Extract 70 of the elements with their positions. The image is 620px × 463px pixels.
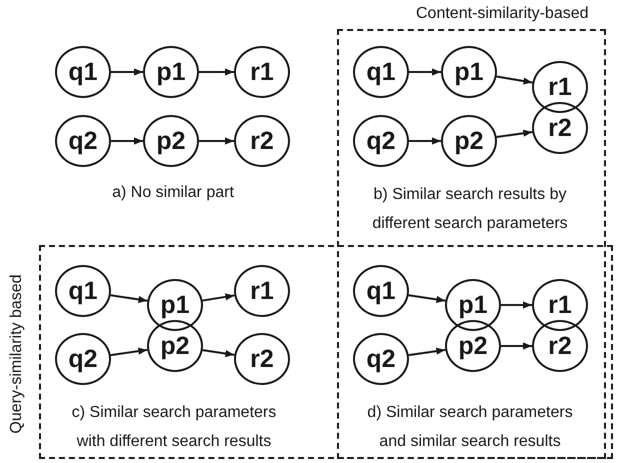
node-circle: [353, 265, 409, 317]
node-circle: [234, 265, 290, 317]
node-circle: [143, 115, 199, 167]
arrow: [501, 301, 532, 309]
node-label: q2: [366, 128, 396, 154]
node-label: r2: [548, 116, 572, 140]
node-label: p1: [454, 60, 484, 84]
node-circle: [532, 320, 588, 372]
node-label: p1: [156, 60, 186, 84]
node-circle: [353, 333, 409, 385]
panel-caption: c) Similar search parameters with different search results: [70, 403, 278, 452]
panel-caption: a) No similar part: [111, 183, 235, 203]
node-label: p2: [458, 334, 488, 358]
node-label: q1: [366, 278, 396, 304]
arrow: [110, 348, 148, 356]
arrow: [110, 294, 148, 303]
node-circle: [55, 333, 111, 385]
node-circle: [55, 265, 111, 317]
node-circle: [441, 115, 497, 167]
node-circle: [234, 333, 290, 385]
node-label: q2: [68, 128, 98, 154]
node-circle: [55, 46, 111, 98]
arrow: [199, 68, 234, 76]
node-circle: [143, 46, 199, 98]
node-circle: [532, 102, 588, 154]
node-label: p2: [156, 128, 186, 154]
node-circle: [353, 115, 409, 167]
node-circle: [234, 115, 290, 167]
group-title: Query-similarity based: [8, 274, 26, 434]
node-circle: [532, 61, 588, 113]
arrow: [111, 137, 143, 145]
arrow: [496, 76, 533, 85]
node-circle: [55, 115, 111, 167]
node-label: q2: [366, 346, 396, 372]
arrow: [199, 137, 234, 145]
node-circle: [532, 279, 588, 331]
arrow: [202, 293, 235, 302]
node-circle: [441, 46, 497, 98]
arrow: [496, 130, 532, 138]
node-label: q1: [68, 60, 98, 84]
node-label: r1: [548, 74, 572, 100]
node-label: q1: [366, 60, 396, 84]
node-label: p1: [458, 292, 488, 318]
node-circle: [147, 320, 203, 372]
arrow: [409, 137, 441, 145]
node-circle: [353, 46, 409, 98]
node-label: p2: [160, 334, 190, 358]
node-label: r2: [250, 346, 274, 372]
node-label: r1: [548, 292, 572, 318]
node-circle: [147, 279, 203, 331]
node-circle: [445, 279, 501, 331]
panel-caption: b) Similar search results by different search parameters: [371, 185, 569, 234]
node-label: q1: [68, 278, 98, 304]
node-label: r2: [548, 334, 572, 358]
group-title: Content-similarity-based: [416, 5, 589, 23]
node-label: r2: [250, 128, 274, 154]
panel-caption: d) Similar search parameters and similar search results: [366, 403, 574, 452]
node-label: p2: [454, 128, 484, 154]
arrow: [408, 348, 446, 356]
arrow: [501, 342, 532, 350]
arrow: [409, 68, 441, 76]
node-label: q2: [68, 346, 98, 372]
arrow: [202, 349, 234, 358]
node-label: p1: [160, 292, 190, 318]
arrow: [408, 294, 446, 303]
node-circle: [445, 320, 501, 372]
node-label: r1: [250, 60, 274, 84]
node-label: r1: [250, 278, 274, 304]
arrow: [111, 68, 143, 76]
node-circle: [234, 46, 290, 98]
